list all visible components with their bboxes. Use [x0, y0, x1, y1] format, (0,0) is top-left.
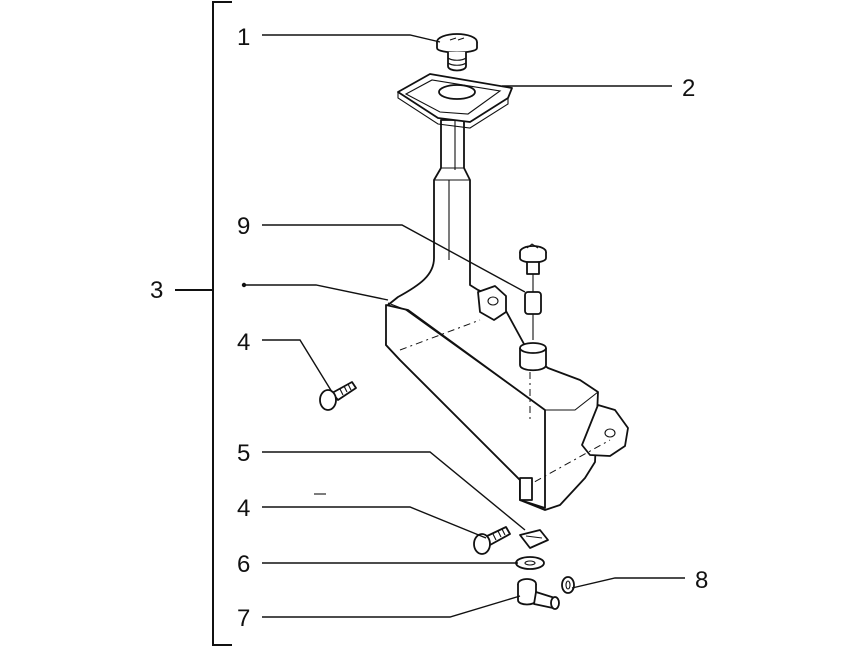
- callout-4-upper: 4: [237, 329, 250, 356]
- tank-body: [385, 119, 629, 511]
- callout-1: 1: [237, 24, 250, 51]
- callout-6: 6: [237, 551, 250, 578]
- level-sensor-part: [519, 243, 547, 372]
- leader-lines: [241, 34, 685, 618]
- callout-4-lower: 4: [237, 495, 250, 522]
- callout-labels: 1 2 3 4 4 5 6 7 8 9: [150, 24, 708, 632]
- callout-2: 2: [682, 75, 695, 102]
- ring-part: [561, 576, 575, 594]
- callout-5: 5: [237, 440, 250, 467]
- filler-gasket-part: [397, 73, 513, 129]
- callout-9: 9: [237, 213, 250, 240]
- filler-cap-part: [436, 33, 478, 72]
- washer-part: [515, 556, 545, 570]
- elbow-fitting-part: [517, 578, 560, 610]
- callout-3: 3: [150, 277, 163, 304]
- callout-8: 8: [695, 567, 708, 594]
- screw-part-upper: [319, 381, 357, 411]
- assembly-bracket: [175, 1, 232, 646]
- hose-clip-part: [519, 529, 549, 549]
- callout-7: 7: [237, 605, 250, 632]
- screw-part-lower: [473, 526, 511, 555]
